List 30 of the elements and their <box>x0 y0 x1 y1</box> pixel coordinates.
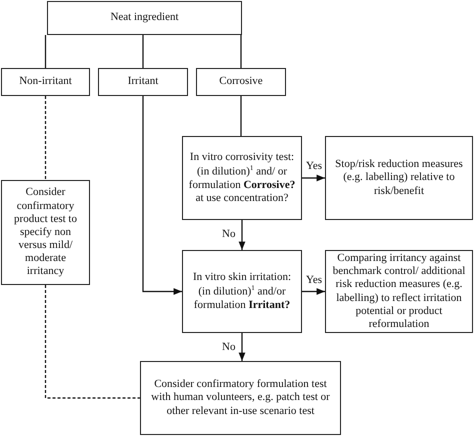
box-text: Corrosive <box>219 75 263 89</box>
edge-label: No <box>220 228 238 240</box>
process-box <box>47 1 242 35</box>
connector-arrow <box>302 288 325 295</box>
edge-label: Yes <box>304 274 324 286</box>
box-text: Neat ingredient <box>110 11 179 25</box>
connector-arrow <box>302 174 325 182</box>
box-text: Consider confirmatory product test to specify non versus mild/ moderate irritancy <box>13 186 78 279</box>
process-box <box>182 250 302 333</box>
process-box <box>325 136 473 220</box>
box-text: Stop/risk reduction measures (e.g. labelling) relative to risk/benefit <box>334 158 464 198</box>
process-box <box>98 68 188 96</box>
process-box <box>1 68 90 96</box>
box-text: Non-irritant <box>19 75 72 89</box>
process-box <box>1 180 90 285</box>
process-box <box>182 136 302 220</box>
dashed-connector <box>44 285 140 399</box>
edge-label: No <box>220 341 238 354</box>
box-text: Irritant <box>128 75 158 89</box>
dashed-connector <box>44 96 46 180</box>
edge-label: Yes <box>304 160 324 172</box>
box-text: Consider confirmatory formulation test with human volunteers, e.g. patch test or other relevant in-use scenario test <box>150 378 331 418</box>
connector-arrow <box>238 333 246 361</box>
process-box <box>140 361 341 435</box>
connector-arrow <box>142 96 182 295</box>
box-text: Comparing irritancy against benchmark control/ additional risk reduction measures (e.g. labelling) to reflect irritation potential or product reformulation <box>332 252 466 332</box>
box-text: In vitro corrosivity test: (in dilution)$^{1}$ and/ or formulation Corrosive? at use concentration? <box>188 150 296 206</box>
process-box <box>196 68 286 96</box>
box-text: In vitro skin irritation: (in dilution)$^{1}$ and/or formulation Irritant? <box>192 270 292 312</box>
connector-arrow <box>238 220 246 250</box>
